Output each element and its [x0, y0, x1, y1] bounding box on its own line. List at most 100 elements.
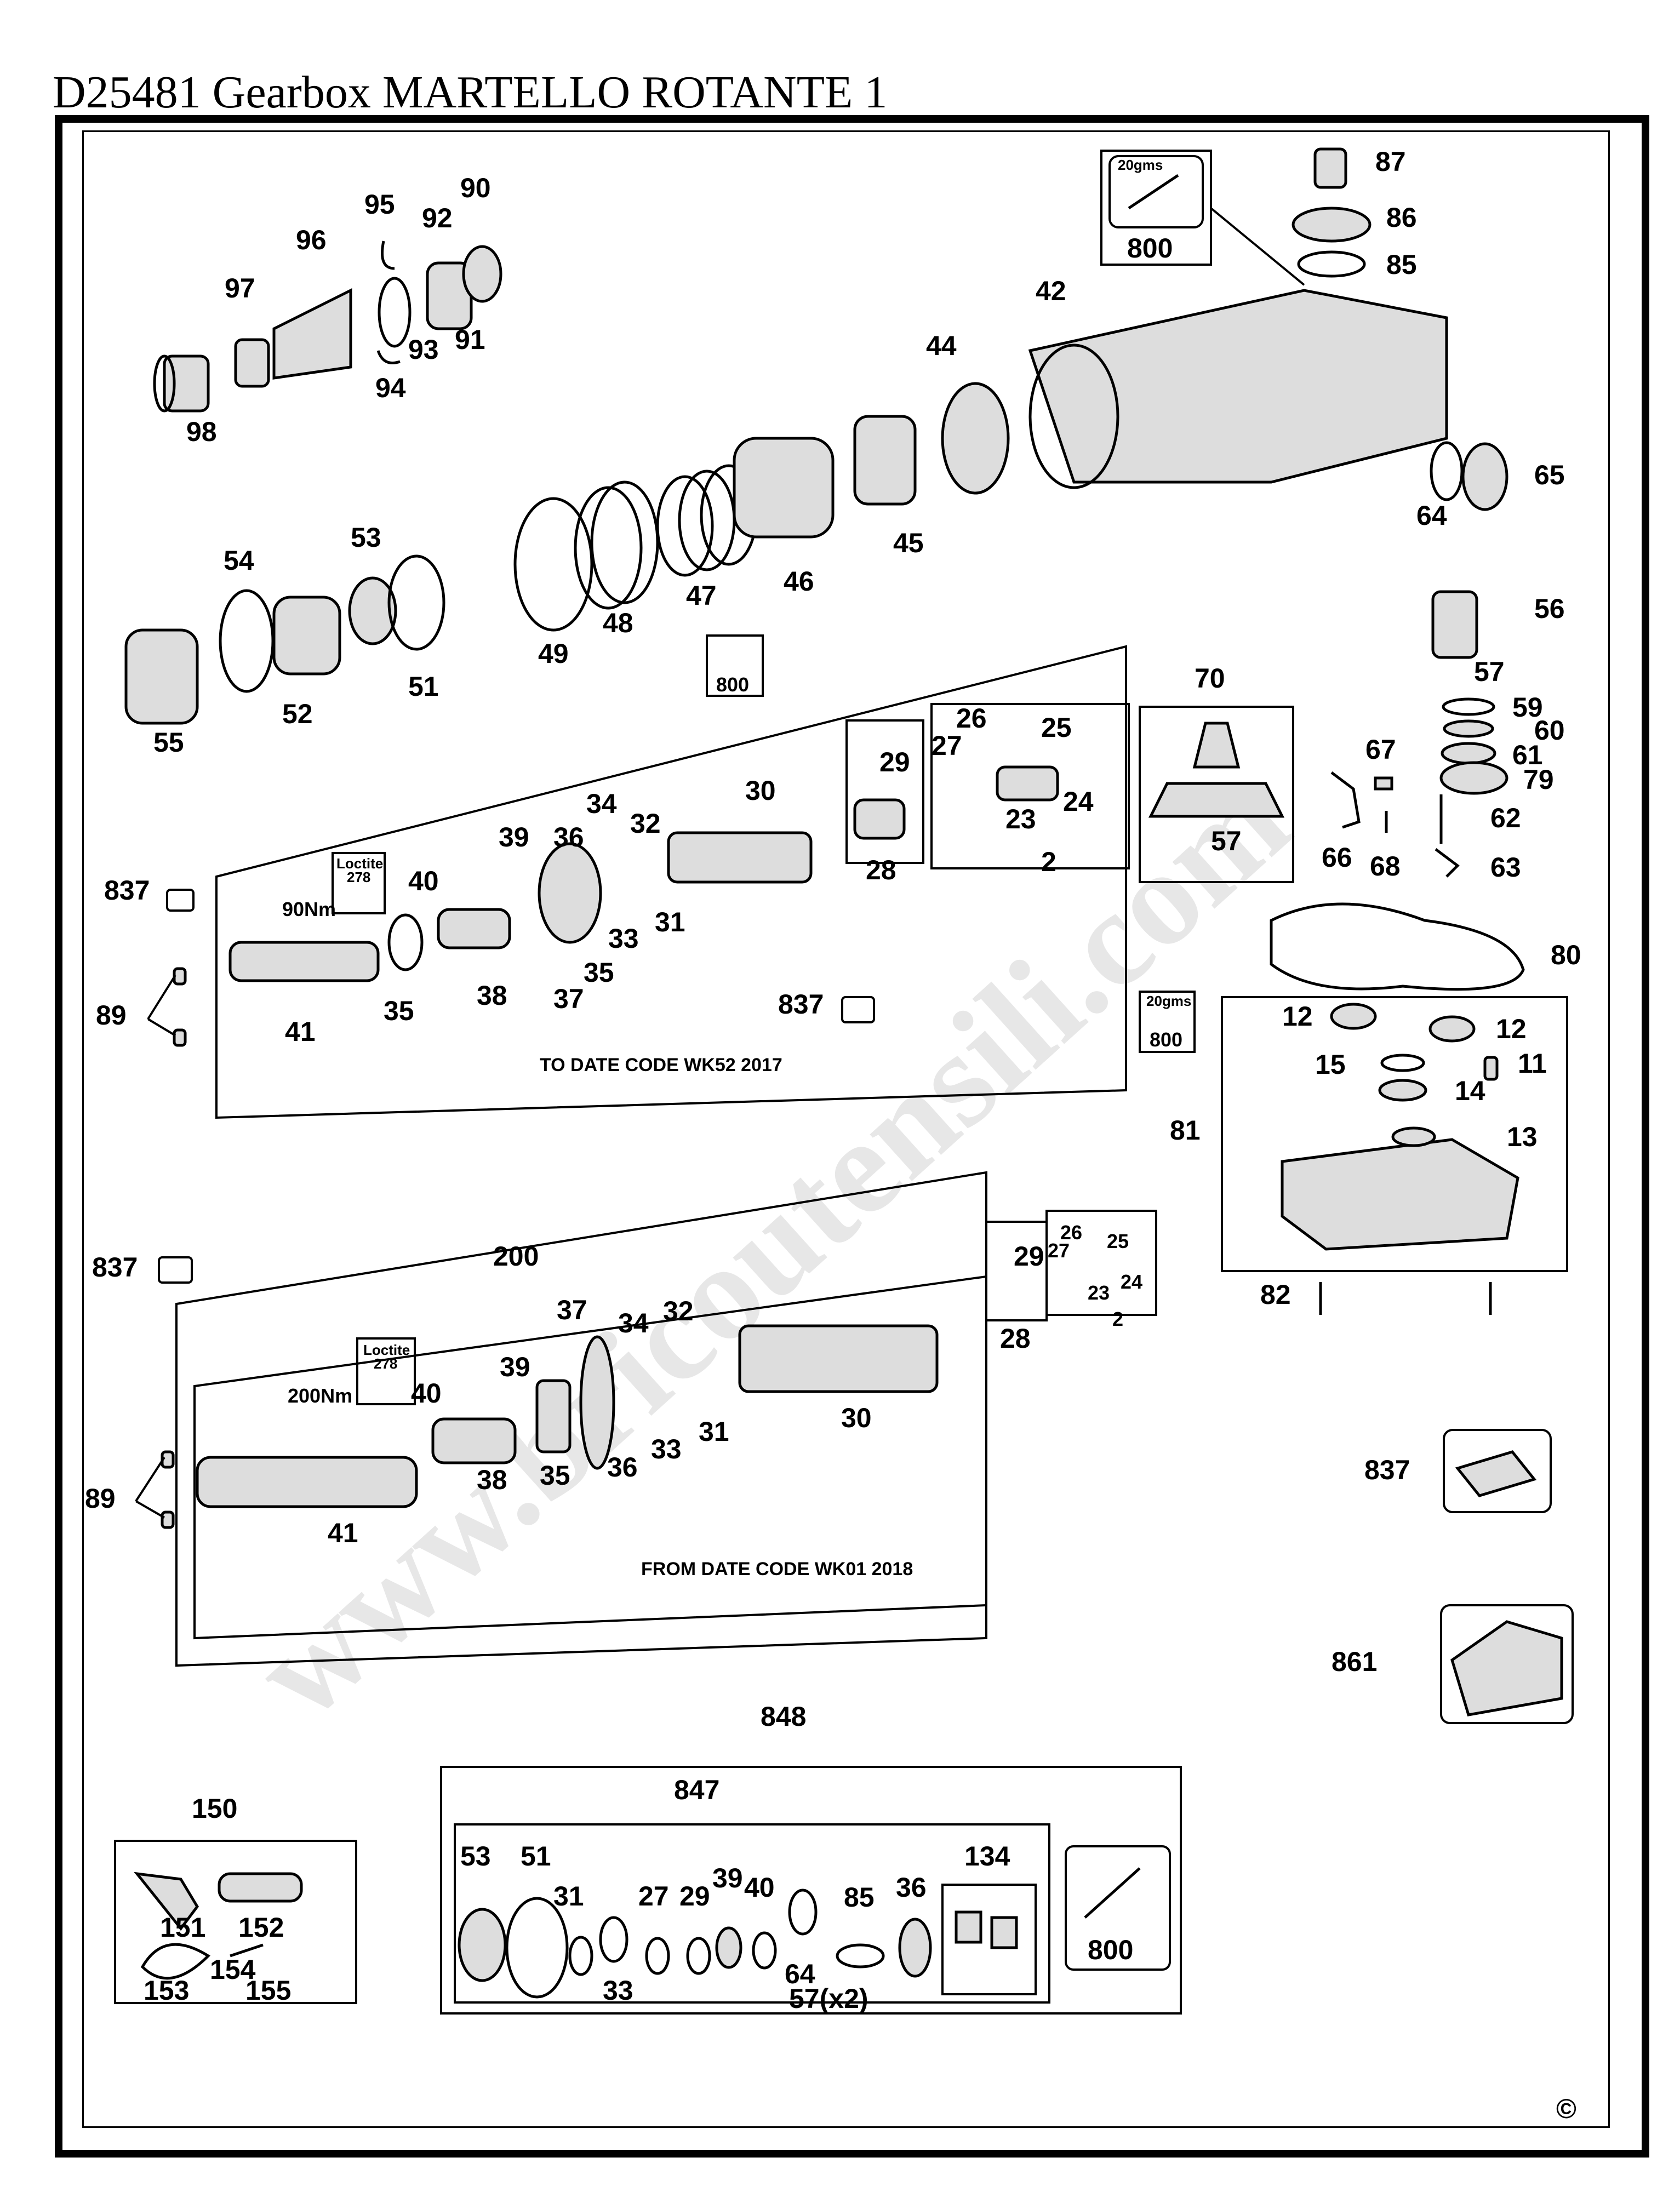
part-98-collar[interactable]: [153, 354, 210, 413]
part-81-plate-box[interactable]: [1221, 996, 1568, 1272]
label-28-b: 28: [1000, 1323, 1031, 1354]
upper-assembly-frame: [215, 645, 1127, 1119]
lower-assembly-caption: FROM DATE CODE WK01 2018: [641, 1559, 913, 1580]
grease-amount-mid: 20gms: [1146, 993, 1191, 1009]
part-45-gear[interactable]: [853, 415, 917, 506]
part-93-93-ring[interactable]: [378, 277, 412, 348]
label-91: 91: [455, 324, 485, 355]
upper-shaft[interactable]: [228, 765, 1059, 982]
label-29-a: 29: [879, 747, 910, 777]
upper-box-2: [930, 703, 1130, 869]
part-54-clip[interactable]: [219, 589, 275, 693]
part-64-oring[interactable]: [1430, 441, 1464, 501]
part-86-cap[interactable]: [1292, 207, 1372, 243]
label-55: 55: [153, 727, 184, 758]
part-80-gasket[interactable]: [1270, 902, 1525, 991]
part-66-clip[interactable]: [1330, 771, 1361, 829]
label-93: 93: [408, 334, 439, 365]
lower-shaft[interactable]: [196, 1324, 939, 1508]
label-31-a: 31: [655, 907, 685, 937]
grease-box-mid[interactable]: 20gms 800: [1139, 991, 1196, 1053]
label-39-kit: 39: [712, 1863, 743, 1893]
label-53-kit: 53: [460, 1841, 491, 1872]
label-151: 151: [160, 1912, 205, 1943]
part-49-oring[interactable]: [513, 497, 593, 632]
callout-labels: 87 86 85 42 44 45 46 47 48 49 64 65 95 9…: [85, 146, 1581, 2014]
label-70: 70: [1195, 663, 1225, 694]
part-55-cap[interactable]: [124, 628, 199, 725]
part-52-nut[interactable]: [272, 596, 341, 676]
label-24-b: 24: [1121, 1271, 1142, 1293]
part-95-94-circlips[interactable]: [376, 241, 401, 364]
part-63-lever[interactable]: [1435, 848, 1460, 878]
part-53-seal[interactable]: [348, 576, 397, 645]
part-90-91-seal[interactable]: [462, 245, 502, 303]
part-12-bearings[interactable]: [1330, 1003, 1476, 1043]
label-80: 80: [1551, 940, 1581, 970]
label-45: 45: [893, 528, 924, 558]
part-96-sleeve[interactable]: [272, 288, 352, 380]
label-13: 13: [1507, 1121, 1538, 1152]
label-40-a: 40: [408, 866, 439, 896]
label-35-b: 35: [540, 1460, 570, 1491]
part-65-bushing[interactable]: [1461, 442, 1508, 511]
grease-box-upper[interactable]: 800: [706, 634, 764, 697]
part-48-spring[interactable]: [574, 480, 659, 610]
label-154: 154: [210, 1954, 256, 1985]
loctite-box-lower[interactable]: Loctite 278: [356, 1337, 416, 1405]
part-97-ring[interactable]: [234, 338, 270, 388]
label-94: 94: [375, 373, 406, 403]
label-847: 847: [674, 1775, 719, 1805]
label-57-gear: 57: [1211, 826, 1242, 856]
label-42: 42: [1036, 276, 1066, 306]
label-30-b: 30: [841, 1403, 872, 1433]
part-13-14-15-11[interactable]: [1378, 1054, 1499, 1147]
grease-box-top[interactable]: 20gms 800: [1100, 150, 1212, 266]
label-848: 848: [761, 1701, 806, 1732]
part-56-shaft[interactable]: [1431, 590, 1478, 659]
label-85: 85: [1386, 249, 1417, 280]
label-29-kit: 29: [679, 1881, 710, 1912]
label-34-b: 34: [618, 1308, 649, 1338]
label-57-kit: 57(x2): [789, 1983, 868, 2014]
svg-text:©: ©: [1556, 2093, 1576, 2124]
part-42-gearbox-housing[interactable]: [1028, 289, 1448, 489]
label-53: 53: [351, 522, 381, 553]
label-25-a: 25: [1041, 712, 1072, 743]
label-66: 66: [1322, 842, 1352, 873]
torque-lower: 200Nm: [288, 1384, 352, 1407]
label-64-kit: 64: [785, 1959, 815, 1989]
loctite-label-lower: Loctite: [363, 1342, 410, 1358]
loctite-number-lower: 278: [374, 1355, 397, 1372]
part-59-61-79-gears[interactable]: [1439, 697, 1508, 795]
part-837-icon-box[interactable]: [1443, 1429, 1552, 1513]
loctite-label-upper: Loctite: [336, 855, 383, 872]
part-89-pins[interactable]: [161, 967, 187, 1529]
label-33-b: 33: [651, 1434, 682, 1464]
label-54: 54: [224, 545, 254, 576]
label-62: 62: [1490, 803, 1521, 833]
label-51: 51: [408, 671, 439, 702]
label-23-b: 23: [1088, 1281, 1110, 1304]
label-861: 861: [1332, 1646, 1377, 1677]
part-150-kit-box[interactable]: [114, 1840, 357, 2004]
part-46-clutch[interactable]: [733, 437, 835, 539]
label-31-kit: 31: [553, 1881, 584, 1912]
part-85-oring[interactable]: [1297, 250, 1366, 278]
part-51-oring[interactable]: [387, 554, 445, 651]
part-861-case-box[interactable]: [1440, 1604, 1574, 1724]
part-44-bearing[interactable]: [941, 382, 1010, 495]
part-837-small-icons[interactable]: [158, 889, 875, 1284]
loctite-box-upper[interactable]: Loctite 278: [332, 852, 386, 914]
part-87-cylinder[interactable]: [1313, 147, 1347, 189]
label-57-top: 57: [1474, 656, 1505, 687]
label-36-b: 36: [607, 1452, 638, 1483]
part-848-kit-box[interactable]: [440, 1766, 1182, 2015]
label-153: 153: [144, 1975, 189, 2006]
part-70-gear-box[interactable]: [1139, 706, 1294, 883]
grease-box-kit[interactable]: 800: [1065, 1845, 1171, 1971]
part-82-pins[interactable]: [1319, 1282, 1492, 1315]
label-37-b: 37: [557, 1295, 587, 1325]
part-67-68-screw[interactable]: [1374, 776, 1393, 833]
label-41-b: 41: [328, 1518, 358, 1548]
